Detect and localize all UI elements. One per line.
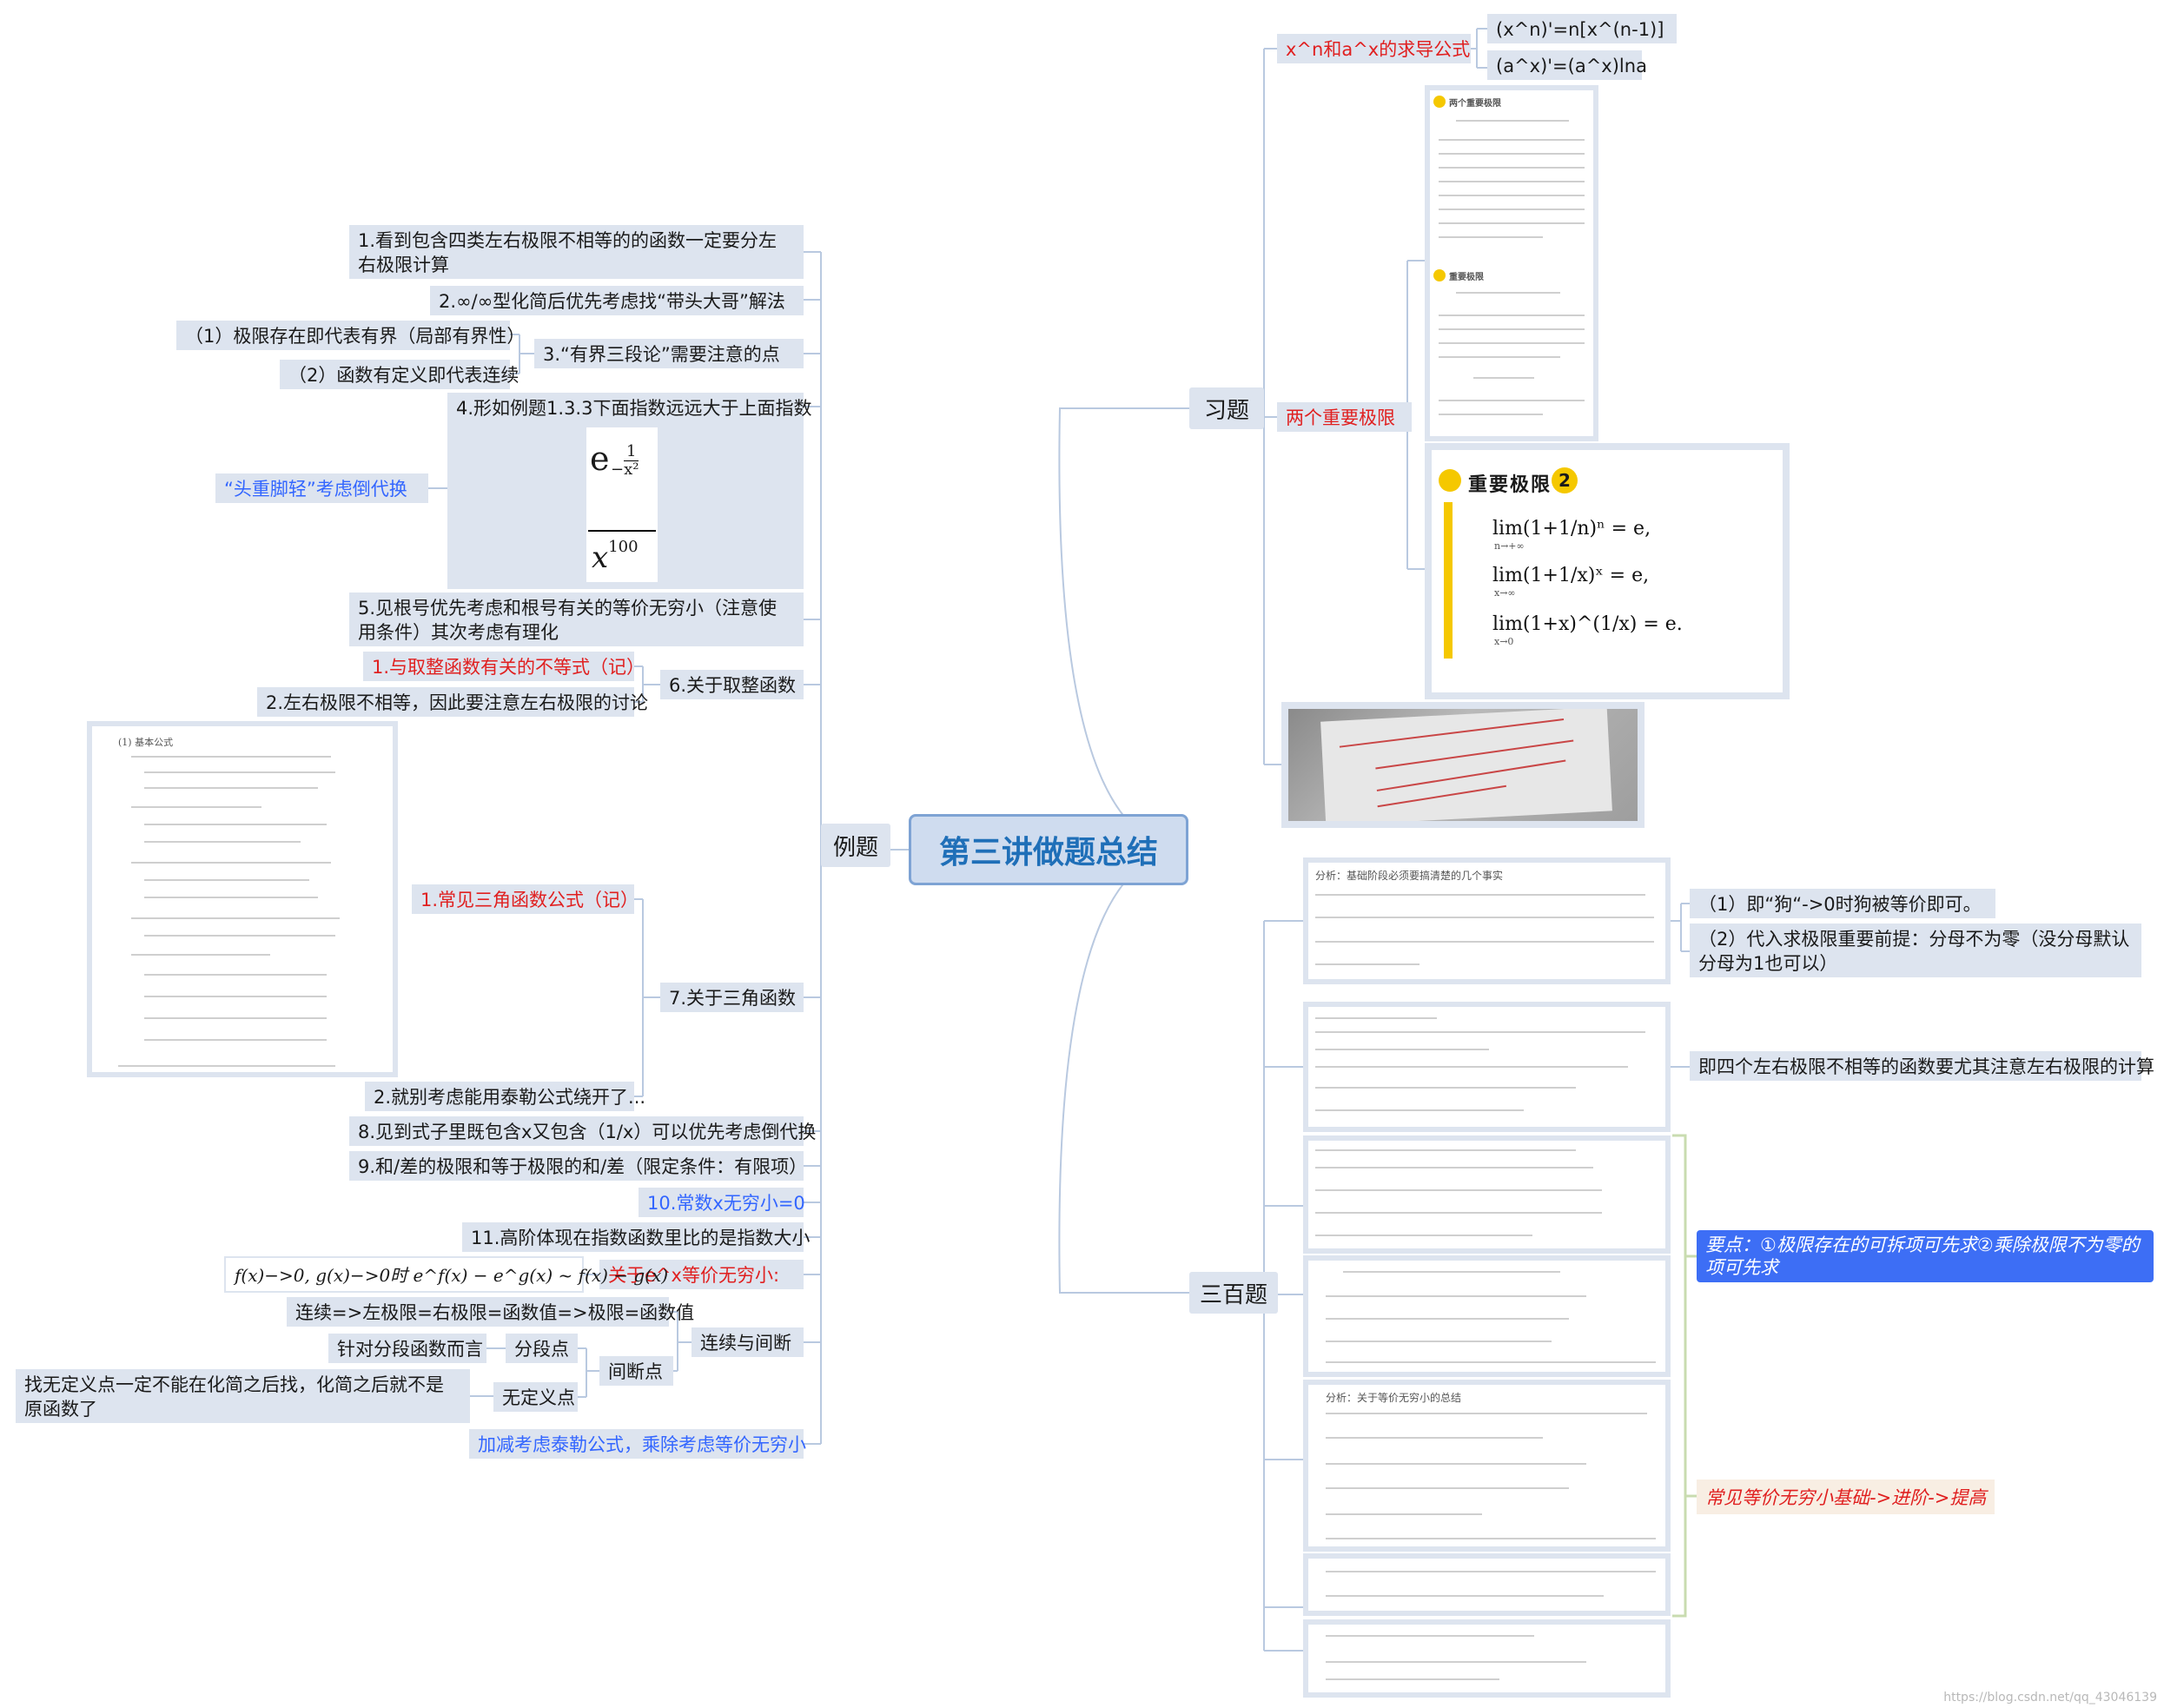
derivative-formula-1[interactable]: (x^n)'=n[x^(n-1)] — [1487, 14, 1677, 43]
basic-facts-doc-image: 分析：基础阶段必须要搞清楚的几个事实 — [1303, 857, 1671, 984]
floor-function-doc-image — [1303, 1002, 1671, 1132]
example-item-6-sub-2[interactable]: 2.左右极限不相等，因此要注意左右极限的讨论 — [257, 687, 634, 717]
important-limit-2-card: 重要极限 2 lim(1+1/n)ⁿ = e, n→+∞ lim(1+1/x)ˣ… — [1425, 443, 1790, 699]
branch-300-questions[interactable]: 三百题 — [1189, 1272, 1278, 1314]
sanbai-note-1[interactable]: （1）即“狗“->0时狗被等价即可。 — [1690, 889, 1995, 918]
handwritten-note-photo — [1281, 702, 1645, 828]
limit-card-eq-3: lim(1+x)^(1/x) = e. — [1492, 613, 1683, 635]
key-point-callout[interactable]: 要点：①极限存在的可拆项可先求②乘除极限不为零的项可先求 — [1697, 1230, 2154, 1282]
example-item-4-text: 4.形如例题1.3.3下面指数远远大于上面指数 — [456, 396, 795, 420]
central-topic[interactable]: 第三讲做题总结 — [909, 814, 1188, 885]
two-important-limits-node[interactable]: 两个重要极限 — [1277, 402, 1412, 432]
trig-formula-image: (1) 基本公式 — [87, 721, 398, 1077]
branch-exercises[interactable]: 习题 — [1189, 387, 1264, 429]
formula-denominator: x100 — [592, 535, 639, 570]
limits-doc-title-2: 重要极限 — [1449, 269, 1484, 282]
limits-doc-title: 两个重要极限 — [1449, 96, 1501, 109]
example-item-8[interactable]: 8.见到式子里既包含x又包含（1/x）可以优先考虑倒代换 — [349, 1116, 804, 1146]
example-item-9[interactable]: 9.和/差的极限和等于极限的和/差（限定条件：有限项） — [349, 1151, 804, 1181]
limit-card-badge: 2 — [1552, 467, 1578, 493]
limits-doc-badge-2 — [1433, 269, 1446, 281]
example-item-6-sub-1[interactable]: 1.与取整函数有关的不等式（记） — [363, 652, 634, 681]
piecewise-point[interactable]: 分段点 — [506, 1334, 578, 1363]
example-item-2[interactable]: 2.∞/∞型化简后优先考虑找“带头大哥”解法 — [430, 286, 804, 315]
example-item-3-sub-1[interactable]: （1）极限存在即代表有界（局部有界性） — [176, 321, 510, 350]
example-item-3-sub-2[interactable]: （2）函数有定义即代表连续 — [280, 360, 510, 389]
limit-card-bar — [1444, 502, 1453, 659]
discontinuity-node[interactable]: 间断点 — [599, 1356, 673, 1386]
ex-equivalence-formula[interactable]: f(x)−>0, g(x)−>0时 e^f(x) − e^g(x) ~ f(x)… — [224, 1256, 584, 1293]
branch-examples[interactable]: 例题 — [821, 824, 890, 867]
splittable-terms-doc-image — [1303, 1135, 1671, 1254]
example-item-11[interactable]: 11.高阶体现在指数函数里比的是指数大小 — [462, 1222, 804, 1252]
limit-card-eq-2-sub: x→∞ — [1494, 587, 1516, 599]
limit-card-eq-1-sub: n→+∞ — [1494, 540, 1525, 552]
example-item-10[interactable]: 10.常数x无穷小=0 — [639, 1188, 804, 1217]
formula-numerator: e — [590, 447, 610, 471]
undefined-point[interactable]: 无定义点 — [493, 1382, 578, 1412]
example-item-7-sub-2[interactable]: 2.就别考虑能用泰勒公式绕开了... — [365, 1082, 634, 1111]
basic-facts-doc-title: 分析：基础阶段必须要搞清楚的几个事实 — [1315, 868, 1503, 883]
formula-fraction-bar — [588, 530, 656, 532]
limit-card-eq-2: lim(1+1/x)ˣ = e, — [1492, 565, 1649, 586]
sanbai-note-2[interactable]: （2）代入求极限重要前提：分母不为零（没分母默认分母为1也可以） — [1690, 924, 2141, 977]
limit-card-eq-1: lim(1+1/n)ⁿ = e, — [1492, 518, 1651, 540]
product-terms-doc-image — [1303, 1255, 1671, 1377]
piecewise-point-note[interactable]: 针对分段函数而言 — [328, 1334, 486, 1363]
sanbai-note-3[interactable]: 即四个左右极限不相等的函数要尤其注意左右极限的计算 — [1690, 1051, 2141, 1081]
limit-card-title: 重要极限 — [1468, 469, 1552, 497]
example-item-3[interactable]: 3.“有界三段论”需要注意的点 — [534, 339, 804, 368]
example-item-1[interactable]: 1.看到包含四类左右极限不相等的的函数一定要分左右极限计算 — [349, 225, 804, 279]
equiv-doc-title: 分析：关于等价无穷小的总结 — [1326, 1390, 1461, 1405]
handwritten-paper — [1320, 709, 1612, 821]
continuity-definition[interactable]: 连续=>左极限=右极限=函数值=>极限=函数值 — [287, 1297, 669, 1327]
example-item-4-note[interactable]: “头重脚轻”考虑倒代换 — [215, 473, 428, 503]
trig-doc-line: (1) 基本公式 — [118, 735, 173, 749]
higher-order-doc-image — [1303, 1553, 1671, 1616]
example-last-item[interactable]: 加减考虑泰勒公式，乘除考虑等价无穷小 — [469, 1429, 804, 1459]
example-item-7[interactable]: 7.关于三角函数 — [660, 983, 804, 1012]
limit-card-eq-3-sub: x→0 — [1494, 636, 1513, 647]
important-limits-notes-image: 两个重要极限 重要极限 — [1425, 85, 1598, 441]
limit-card-icon — [1439, 469, 1461, 492]
example-item-5[interactable]: 5.见根号优先考虑和根号有关的等价无穷小（注意使用条件）其次考虑有理化 — [349, 593, 804, 646]
exponential-limit-doc-image — [1303, 1619, 1671, 1698]
equivalent-infinitesimals-doc-image: 分析：关于等价无穷小的总结 — [1303, 1380, 1671, 1552]
watermark: https://blog.csdn.net/qq_43046139 — [1943, 1691, 2157, 1705]
derivative-formula-node[interactable]: x^n和a^x的求导公式 — [1277, 34, 1471, 63]
example-item-6[interactable]: 6.关于取整函数 — [660, 670, 804, 699]
undefined-point-note[interactable]: 找无定义点一定不能在化简之后找，化简之后就不是原函数了 — [16, 1369, 470, 1423]
derivative-formula-2[interactable]: (a^x)'=(a^x)lna — [1487, 50, 1642, 80]
limits-doc-badge-1 — [1433, 96, 1446, 108]
equiv-infinitesimal-callout[interactable]: 常见等价无穷小基础->进阶->提高 — [1697, 1480, 1995, 1514]
ex-equivalence-formula-text: f(x)−>0, g(x)−>0时 e^f(x) − e^g(x) ~ f(x)… — [235, 1265, 668, 1286]
example-item-7-sub-1[interactable]: 1.常见三角函数公式（记） — [412, 884, 634, 914]
continuity-node[interactable]: 连续与间断 — [692, 1327, 804, 1357]
